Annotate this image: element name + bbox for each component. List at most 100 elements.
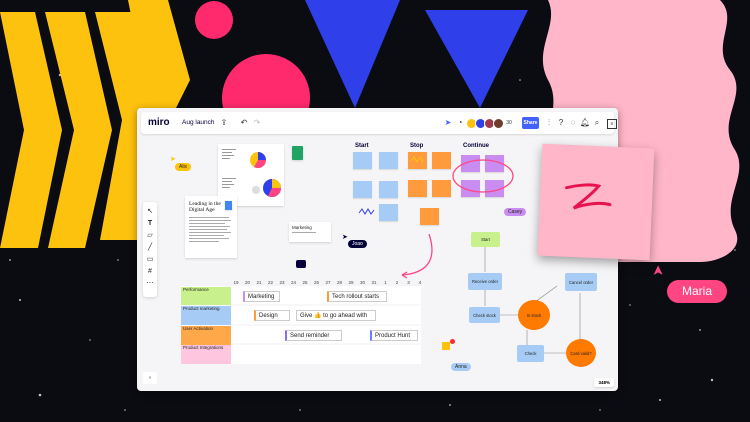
sticky-note[interactable] [461,155,480,172]
timeline-tick-label: 25 [302,280,308,285]
notifications-icon[interactable]: ◌ [570,118,576,127]
timeline-tick-label: 27 [325,280,331,285]
timeline-tick-label: 31 [371,280,377,285]
timeline-tick-label: 20 [244,280,250,285]
reactions-icon[interactable]: ➤ [444,118,452,127]
text-icon[interactable]: T [147,220,153,227]
cursor-tag-joao: Joao [348,240,367,248]
miro-logo: miro [148,117,170,128]
document-preview [222,149,281,197]
reaction-sticky[interactable] [442,342,450,350]
board-name-button[interactable]: Aug launch [182,119,215,126]
timeline-tick-label: 28 [336,280,342,285]
comment-icon[interactable]: ▭ [146,256,154,263]
cursor-tag-anna: Anna [451,363,471,371]
cursor-tag-maria: Maria [667,280,727,303]
comment-icon[interactable] [296,260,306,268]
timeline-tick-label: 3 [407,280,410,285]
flow-node-cancel-order[interactable]: Cancel order [565,273,597,291]
card-text-line [292,232,316,233]
timeline-bar[interactable]: Product Hunt [370,330,418,341]
more-icon[interactable]: ⋯ [146,280,154,287]
sticky-note[interactable] [485,155,504,172]
flow-node-in-stock[interactable]: In stock [518,300,550,330]
timeline-tick-label: 30 [359,280,365,285]
settings-icon[interactable]: ⫶ [548,118,550,127]
timeline-row-label: Performance [181,287,231,305]
timeline-tick-label: 29 [348,280,354,285]
sheets-badge [292,146,303,160]
timeline-tick-label: 21 [256,280,262,285]
large-sticky-note[interactable] [537,143,655,261]
share-button[interactable]: Share [522,117,539,129]
sticky-note[interactable] [432,152,451,169]
flow-node-card-valid[interactable]: Card valid? [566,339,596,367]
cursor-pointer-icon: ➤ [649,264,666,277]
undo-icon[interactable]: ↶ [240,118,248,127]
timeline-bar[interactable]: Design [254,310,290,321]
reaction-badge [450,339,455,344]
bell-icon[interactable]: 🔔︎ [579,118,591,127]
cursor-pointer-icon: ➤ [342,234,348,241]
collapse-button[interactable]: « [143,372,157,384]
marketing-card[interactable]: Marketing [289,222,331,242]
menu-icon[interactable]: ≡ [607,119,617,129]
timeline-tick-label: 1 [384,280,387,285]
timeline-tick-label: 23 [279,280,285,285]
zoom-level[interactable]: 348% [594,378,614,387]
sticky-note-icon[interactable]: ▱ [147,232,153,239]
flow-node-start[interactable]: Start [471,232,500,247]
search-icon[interactable]: ⌕ [594,118,600,127]
help-icon[interactable]: ? [558,118,564,127]
sticky-note[interactable] [461,180,480,197]
scribble-drawing [565,183,612,210]
column-title-stop: Stop [410,143,424,149]
avatar[interactable] [493,118,504,129]
sticky-note[interactable] [379,204,398,221]
document-title: Leading in the Digital Age [189,201,221,213]
timeline-bar[interactable]: Send reminder [285,330,342,341]
timeline-row-label: User Activation [181,326,231,345]
timeline-row-label: Product marketing [181,306,231,325]
left-toolbar: ↖ T ▱ ╱ ▭ # ⋯ [143,202,157,297]
redo-icon[interactable]: ↷ [253,118,261,127]
participant-count: 30 [506,120,512,126]
sticky-note[interactable] [379,152,398,169]
timeline-tick-label: 4 [418,280,422,285]
timeline-bar[interactable]: Tech rollout starts [327,291,387,302]
miro-board-window: miro Aug launch ⇪ ↶ ↷ ➤ ◔ 30 Share ⫶ ? ◌… [137,108,618,391]
sticky-note[interactable] [485,180,504,197]
sticky-note[interactable] [353,181,372,198]
document-text-lines [189,217,231,242]
pen-icon[interactable]: ╱ [147,244,153,251]
timeline-bar[interactable]: Give 👍 to go ahead with [296,310,376,321]
timer-icon[interactable]: ◔ [457,118,463,127]
sticky-note[interactable] [379,181,398,198]
timeline-tick-label: 24 [290,280,296,285]
flow-node-check[interactable]: Check [517,345,544,362]
column-title-continue: Continue [463,143,489,149]
cursor-pointer-icon: ➤ [170,156,176,163]
top-bar: miro Aug launch ⇪ ↶ ↷ ➤ ◔ 30 Share ⫶ ? ◌… [141,112,617,134]
card-title: Marketing [292,225,312,230]
research-document[interactable] [218,144,284,206]
flow-node-check-stock[interactable]: Check stock [469,307,500,323]
sticky-note[interactable] [408,180,427,197]
sticky-note[interactable] [353,152,372,169]
flow-node-receive-order[interactable]: Receive order [468,273,502,290]
timeline-row-label: Product Integrations [181,345,231,364]
sticky-note[interactable] [420,208,439,225]
frame-icon[interactable]: # [148,268,152,275]
cursor-tag-alix: Alix [175,163,192,171]
column-title-start: Start [355,143,369,149]
timeline-bar[interactable]: Marketing [243,291,280,302]
timeline-tick-label: 26 [313,280,319,285]
sticky-note[interactable] [432,180,451,197]
export-icon[interactable]: ⇪ [220,118,228,127]
cursor-tag-casey: Casey [504,208,527,216]
cursor-icon[interactable]: ↖ [147,208,153,215]
timeline-tick-label: 22 [267,280,273,285]
docs-badge [225,201,232,210]
